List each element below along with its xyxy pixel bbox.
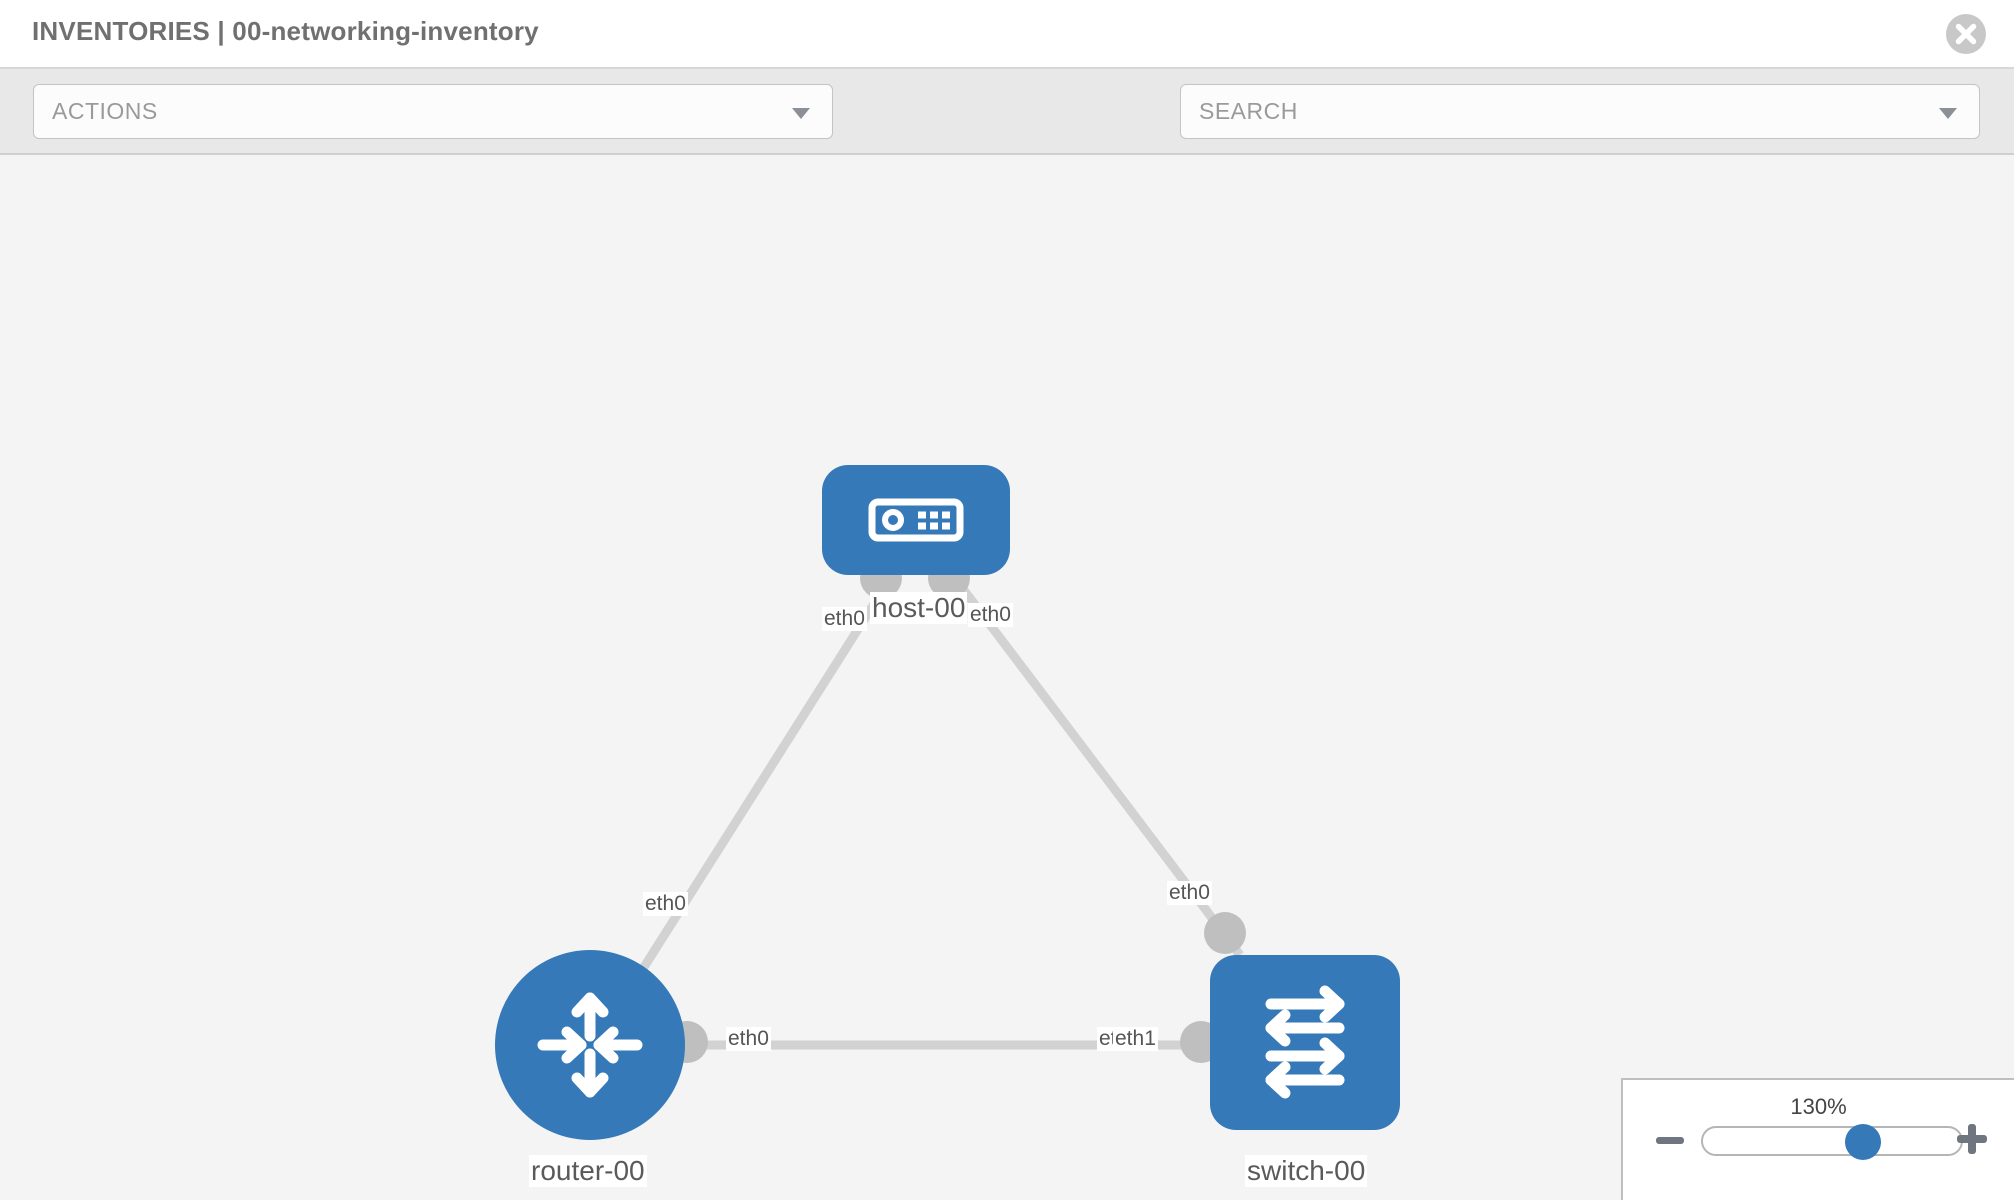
node-switch-00[interactable] — [1210, 955, 1400, 1130]
topology-edges — [616, 582, 1244, 1050]
plus-icon[interactable] — [1957, 1124, 1987, 1154]
close-icon[interactable] — [1946, 14, 1986, 54]
node-router-00-label: router-00 — [529, 1155, 647, 1188]
node-host-00-shape[interactable] — [822, 465, 1010, 575]
chevron-down-icon — [1939, 108, 1957, 119]
zoom-level-value: 130% — [1790, 1094, 1847, 1119]
node-router-00-shape[interactable] — [495, 950, 685, 1140]
edge-label-host-right: eth0 — [968, 603, 1013, 628]
zoom-slider[interactable] — [1701, 1124, 1963, 1160]
node-switch-00-shape[interactable] — [1210, 955, 1400, 1130]
topology-canvas[interactable]: host-00 router-00 — [0, 155, 2014, 1200]
switch-icon — [1265, 985, 1345, 1098]
node-host-00-label: host-00 — [870, 592, 968, 625]
minus-icon[interactable] — [1656, 1137, 1684, 1144]
edge-label-host-left: eth0 — [822, 607, 867, 632]
node-switch-00-label: switch-00 — [1245, 1155, 1368, 1188]
actions-dropdown[interactable]: ACTIONS — [33, 84, 833, 139]
server-icon — [868, 498, 964, 542]
page-header: INVENTORIES | 00-networking-inventory — [0, 0, 2014, 69]
edge-label-router-up: eth0 — [643, 892, 688, 917]
edge-label-switch-up: eth0 — [1167, 881, 1212, 906]
edge-host-router — [616, 582, 890, 1008]
search-placeholder: SEARCH — [1199, 98, 1298, 124]
port-switch-up[interactable] — [1204, 912, 1246, 954]
node-host-00[interactable] — [822, 465, 1010, 575]
edge-label-router-right: eth0 — [726, 1027, 771, 1052]
zoom-control-panel: 130% — [1621, 1078, 2014, 1200]
edge-label-switch-left: eth1 — [1113, 1027, 1158, 1052]
page-title: INVENTORIES | 00-networking-inventory — [32, 16, 539, 46]
zoom-slider-thumb[interactable] — [1845, 1124, 1881, 1160]
search-input[interactable]: SEARCH — [1180, 84, 1980, 139]
node-router-00[interactable] — [495, 950, 685, 1140]
toolbar: ACTIONS SEARCH — [0, 69, 2014, 203]
chevron-down-icon — [792, 108, 810, 119]
actions-dropdown-label: ACTIONS — [52, 98, 158, 124]
router-icon — [537, 992, 643, 1098]
